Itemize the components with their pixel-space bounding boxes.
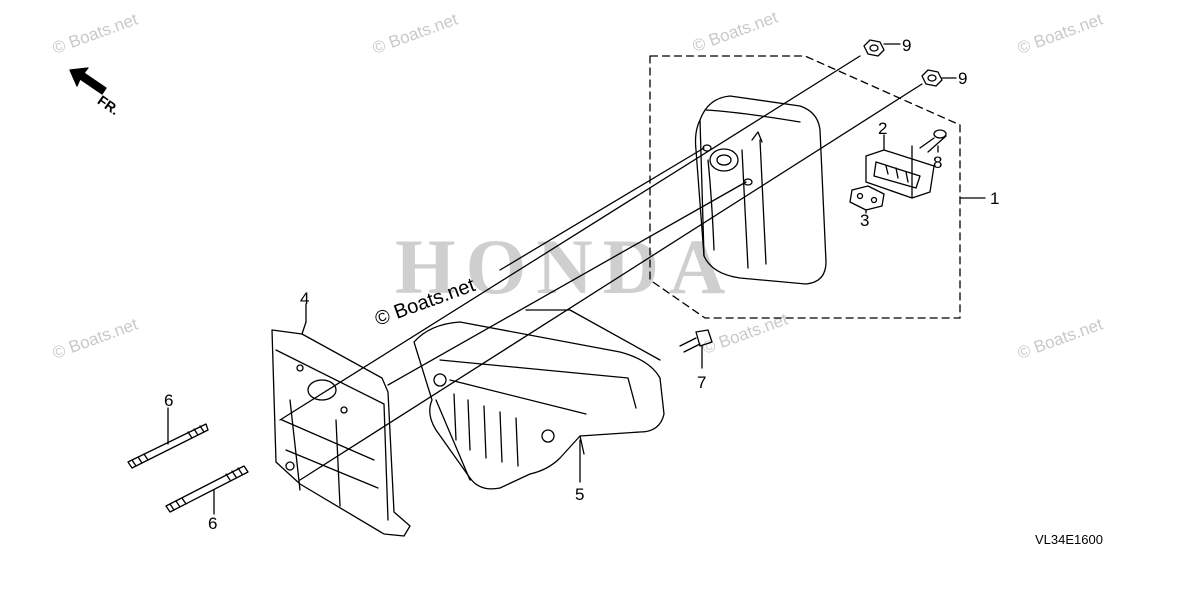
callout-9: 9: [902, 36, 912, 55]
flange-bolt: [679, 329, 713, 369]
diagram-code: VL34E1600: [1035, 532, 1103, 547]
front-arrow-icon: [69, 67, 107, 95]
callout-5: 5: [575, 485, 585, 504]
assembly-box: [649, 55, 961, 319]
flange-nut: [863, 39, 901, 57]
callout-9: 9: [958, 69, 968, 88]
callout-6: 6: [164, 391, 174, 410]
brand-watermark: HONDA: [395, 223, 736, 310]
callout-4: 4: [300, 289, 310, 308]
gasket: [849, 185, 885, 214]
stud-bolt: [165, 465, 249, 515]
callout-3: 3: [860, 211, 870, 230]
muffler: [694, 95, 827, 285]
muffler-cover: [413, 309, 665, 490]
heat-shield-plate: [271, 303, 411, 537]
callout-7: 7: [697, 373, 707, 392]
stud-bolt: [127, 407, 209, 469]
flange-nut: [921, 69, 957, 87]
muffler-protector: [865, 134, 935, 199]
callout-2: 2: [878, 119, 888, 138]
callout-6: 6: [208, 514, 218, 533]
callout-8: 8: [933, 153, 943, 172]
callout-1: 1: [990, 189, 1000, 208]
screw: [919, 129, 947, 153]
